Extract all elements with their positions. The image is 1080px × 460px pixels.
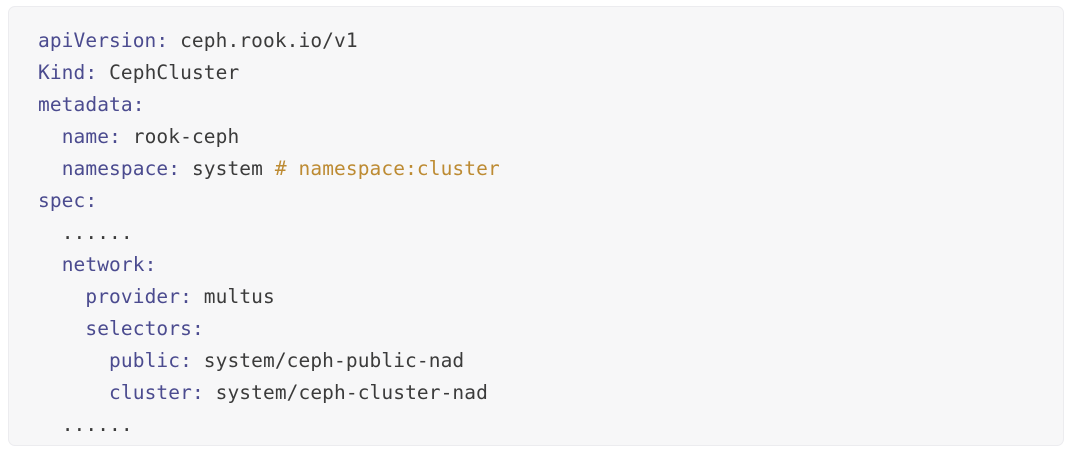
code-ellipsis: ......	[61, 413, 133, 436]
code-key: public	[109, 349, 181, 372]
code-value: rook-ceph	[132, 125, 240, 148]
code-colon: :	[144, 253, 157, 276]
code-key: network	[61, 253, 145, 276]
code-colon: :	[191, 317, 204, 340]
code-line: ......	[9, 409, 1063, 441]
code-comment: # namespace:cluster	[274, 157, 500, 180]
code-indent	[38, 285, 85, 308]
code-indent	[38, 317, 85, 340]
code-indent	[38, 413, 62, 436]
code-colon: :	[168, 157, 192, 180]
code-line: network:	[9, 249, 1063, 281]
code-line: apiVersion: ceph.rook.io/v1	[9, 25, 1063, 57]
code-colon: :	[85, 189, 98, 212]
code-value: system	[191, 157, 275, 180]
code-line: cluster: system/ceph-cluster-nad	[9, 377, 1063, 409]
code-indent	[38, 125, 62, 148]
code-line: metadata:	[9, 89, 1063, 121]
code-value: multus	[203, 285, 275, 308]
code-colon: :	[132, 93, 145, 116]
code-indent	[38, 157, 62, 180]
code-colon: :	[180, 349, 204, 372]
code-key: metadata	[38, 93, 133, 116]
code-value: system/ceph-cluster-nad	[215, 381, 488, 404]
code-key: namespace	[61, 157, 169, 180]
code-colon: :	[109, 125, 133, 148]
code-line: ......	[9, 217, 1063, 249]
code-indent	[38, 253, 62, 276]
code-line: provider: multus	[9, 281, 1063, 313]
code-line: public: system/ceph-public-nad	[9, 345, 1063, 377]
code-line: namespace: system # namespace:cluster	[9, 153, 1063, 185]
code-value: CephCluster	[109, 61, 240, 84]
code-key: cluster	[109, 381, 192, 404]
code-key: selectors	[85, 317, 192, 340]
code-colon: :	[85, 61, 110, 84]
code-indent	[38, 381, 109, 404]
code-key: Kind	[38, 61, 86, 84]
code-indent	[38, 349, 109, 372]
code-key: apiVersion	[38, 29, 157, 52]
code-line: spec:	[9, 185, 1063, 217]
code-key: name	[61, 125, 110, 148]
code-value: system/ceph-public-nad	[203, 349, 465, 372]
code-indent	[38, 221, 62, 244]
code-value: ceph.rook.io/v1	[180, 29, 358, 52]
code-key: spec	[38, 189, 86, 212]
code-line: Kind: CephCluster	[9, 57, 1063, 89]
code-colon: :	[191, 381, 216, 404]
code-line: name: rook-ceph	[9, 121, 1063, 153]
code-ellipsis: ......	[61, 221, 133, 244]
code-colon: :	[180, 285, 204, 308]
code-colon: :	[156, 29, 181, 52]
code-key: provider	[85, 285, 181, 308]
code-line: selectors:	[9, 313, 1063, 345]
